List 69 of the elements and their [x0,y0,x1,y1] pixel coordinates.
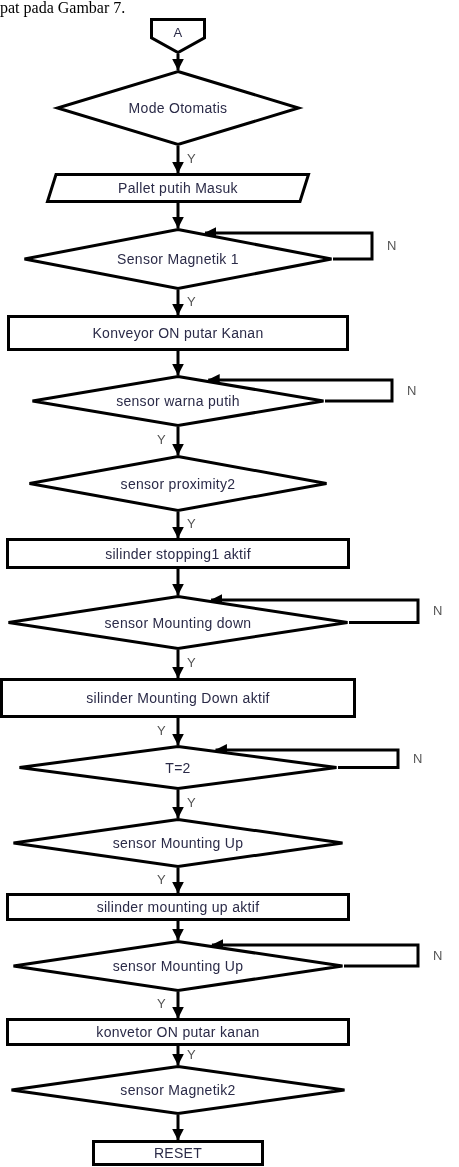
flow-arrow [172,54,184,71]
flow-arrow [172,203,184,229]
process-box [7,315,349,351]
edge-label: Y [156,997,167,1011]
process-label: silinder Mounting Down aktif [86,690,270,706]
edge-label: Y [156,723,167,738]
edge-label: Y [156,433,167,447]
process-box [6,1018,350,1046]
decision-diamond [31,375,325,427]
decision-diamond [7,595,349,650]
flow-arrow [172,868,184,894]
flow-arrow [172,512,184,539]
decision-label: sensor Mounting Up [112,835,244,851]
flow-arrow [211,939,420,968]
flow-arrow [210,594,420,624]
decision-label: sensor Mounting down [104,614,252,631]
edge-label: Y [186,1047,197,1062]
flow-arrow [172,427,184,456]
process-label: silinder mounting up aktif [96,899,260,915]
input-label: Pallet putih Masuk [118,180,238,196]
decision-label: sensor warna putih [116,393,240,409]
edge-label: Y [186,796,197,810]
decision-diamond [12,818,344,868]
process-label: Konveyor ON putar Kanan [92,325,264,341]
decision-diamond [18,745,338,790]
process-label: konvetor ON putar kanan [96,1024,260,1040]
edge-label: Y [186,656,197,670]
flow-arrow [172,1046,184,1066]
input-parallelogram [46,173,310,203]
edge-label: N [432,948,444,963]
process-label: silinder stopping1 aktif [105,545,251,562]
connector-label: A [173,24,183,40]
flow-arrow [172,290,184,316]
offpage-connector [150,18,206,54]
decision-label: Sensor Magnetik 1 [117,251,239,267]
decision-diamond [12,940,344,992]
flow-arrow [214,744,400,769]
flow-arrow [172,351,184,376]
edge-label: Y [156,872,167,887]
process-box [92,1140,264,1166]
edge-label: N [412,751,424,766]
edge-label: Y [186,517,197,531]
decision-label: sensor Mounting Up [112,958,244,974]
flow-arrow [172,1115,184,1141]
flow-arrow [172,650,184,679]
decision-label: T=2 [165,759,191,776]
edge-label: N [386,239,398,253]
decision-diamond [10,1065,346,1115]
flow-arrow [172,790,184,819]
flow-arrow [172,921,184,941]
flow-arrow [172,992,184,1019]
process-box [6,893,350,921]
edge-label: Y [186,151,197,166]
decision-label: sensor proximity2 [120,475,236,492]
edge-label: Y [186,294,197,309]
caption-text: pat pada Gambar 7. [0,0,126,16]
decision-diamond [23,228,333,290]
decision-label: sensor Magnetik2 [120,1082,236,1098]
flow-arrow [207,374,394,403]
flow-arrow [172,146,184,174]
decision-label: Mode Otomatis [128,100,228,116]
flow-arrow [172,569,184,596]
edge-label: N [406,383,418,398]
flow-arrow [172,718,184,746]
flow-arrow [204,227,374,261]
decision-diamond [28,455,328,512]
process-box [0,678,356,718]
process-label: RESET [153,1145,203,1161]
process-box [6,538,350,569]
